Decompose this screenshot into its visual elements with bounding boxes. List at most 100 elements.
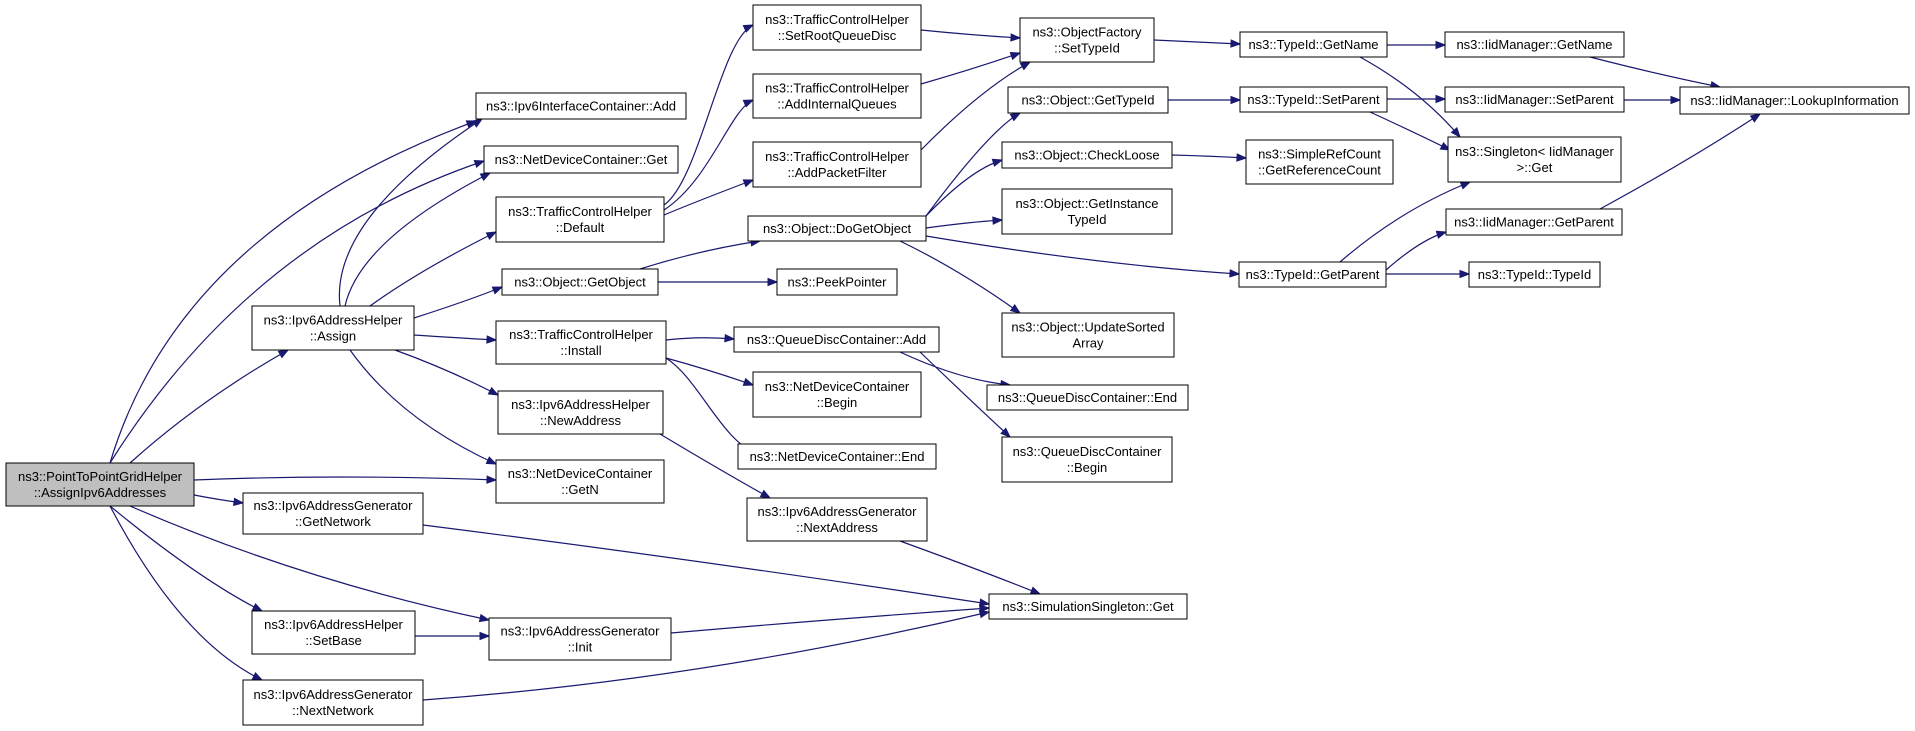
arrowhead-icon — [759, 489, 772, 499]
node-label: ns3::IidManager::SetParent — [1455, 92, 1614, 107]
edge-iidm_setparent-to-iidm_lookup — [1624, 95, 1682, 105]
arrowhead-icon — [478, 613, 491, 623]
node-simsingleton-get[interactable]: ns3::SimulationSingleton::Get — [988, 593, 1188, 620]
edge-ipv6ah_assign-to-tch_install — [413, 334, 498, 344]
edge-line — [663, 179, 754, 216]
node-tch-addfilter[interactable]: ns3::TrafficControlHelper::AddPacketFilt… — [752, 141, 922, 188]
node-qdc-end[interactable]: ns3::QueueDiscContainer::End — [986, 384, 1189, 411]
node-ipv6ag-nextaddr[interactable]: ns3::Ipv6AddressGenerator::NextAddress — [746, 497, 928, 542]
node-label: ns3::TrafficControlHelper — [765, 12, 909, 27]
edge-line — [422, 611, 990, 701]
node-typeid-getparent[interactable]: ns3::TypeId::GetParent — [1238, 261, 1387, 288]
edge-line — [665, 357, 754, 386]
edge-line — [109, 160, 485, 464]
node-qdc-begin[interactable]: ns3::QueueDiscContainer::Begin — [1001, 436, 1173, 483]
node-ipv6cont-add[interactable]: ns3::Ipv6InterfaceContainer::Add — [475, 92, 687, 120]
node-obj-gettypeid[interactable]: ns3::Object::GetTypeId — [1007, 86, 1169, 114]
edge-iidm_getparent-to-iidm_lookup — [1599, 113, 1762, 210]
node-objfactory-settypeid[interactable]: ns3::ObjectFactory::SetTypeId — [1019, 17, 1155, 63]
arrowhead-icon — [251, 602, 264, 612]
node-box — [495, 196, 665, 243]
node-typeid-getname[interactable]: ns3::TypeId::GetName — [1239, 31, 1388, 58]
node-box — [1444, 86, 1625, 113]
node-label: ns3::Ipv6AddressHelper — [511, 397, 650, 412]
node-box — [251, 305, 415, 351]
node-peekpointer[interactable]: ns3::PeekPointer — [776, 268, 898, 296]
edge-line — [925, 235, 1240, 275]
node-box — [495, 459, 665, 504]
node-typeid-setparent[interactable]: ns3::TypeId::SetParent — [1239, 86, 1388, 113]
edge-ipv6ah_assign-to-ndc_get — [344, 172, 492, 307]
node-label: >::Get — [1517, 160, 1553, 175]
edge-ipv6ah_assign-to-ipv6cont_add — [338, 118, 484, 307]
edge-ipv6ah_setbase-to-ipv6ag_init — [415, 631, 491, 641]
node-label: ::AddInternalQueues — [777, 97, 897, 112]
node-ipv6ah-setbase[interactable]: ns3::Ipv6AddressHelper::SetBase — [251, 610, 416, 655]
node-ndc-begin[interactable]: ns3::NetDeviceContainer::Begin — [752, 371, 922, 418]
node-obj-dogetobject[interactable]: ns3::Object::DoGetObject — [747, 215, 927, 242]
edge-line — [413, 334, 497, 341]
node-typeid-typeid[interactable]: ns3::TypeId::TypeId — [1468, 261, 1601, 288]
arrowhead-icon — [1670, 95, 1682, 105]
node-label: ns3::Ipv6InterfaceContainer::Add — [486, 99, 676, 114]
node-box — [501, 268, 659, 296]
node-tch-default[interactable]: ns3::TrafficControlHelper::Default — [495, 196, 665, 243]
node-qdc-add[interactable]: ns3::QueueDiscContainer::Add — [733, 326, 940, 353]
edge-line — [193, 476, 497, 481]
node-label: ::GetN — [561, 482, 599, 497]
node-ipv6ah-assign[interactable]: ns3::Ipv6AddressHelper::Assign — [251, 305, 415, 351]
edge-line — [925, 159, 1003, 217]
edge-tch_addinternal-to-objfactory_settypeid — [920, 52, 1022, 85]
node-box — [1001, 141, 1173, 169]
node-ipv6ag-getnet[interactable]: ns3::Ipv6AddressGenerator::GetNetwork — [242, 492, 424, 535]
arrowhead-icon — [742, 179, 755, 188]
node-label: ns3::Ipv6AddressGenerator — [758, 504, 918, 519]
edge-obj_getobject-to-obj_dogetobject — [639, 238, 762, 270]
edge-line — [129, 349, 289, 464]
node-simplerefcount[interactable]: ns3::SimpleRefCount::GetReferenceCount — [1245, 139, 1394, 185]
node-iidm-getname[interactable]: ns3::IidManager::GetName — [1444, 31, 1625, 58]
node-label: ns3::Singleton< IidManager — [1455, 144, 1614, 159]
node-ndc-end[interactable]: ns3::NetDeviceContainer::End — [737, 443, 937, 470]
node-obj-getobject[interactable]: ns3::Object::GetObject — [501, 268, 659, 296]
node-iidm-lookup[interactable]: ns3::IidManager::LookupInformation — [1679, 86, 1910, 115]
arrowhead-icon — [1749, 113, 1762, 123]
edge-root-to-ipv6ah_setbase — [109, 505, 264, 612]
node-label: ns3::QueueDiscContainer — [1013, 444, 1163, 459]
node-ipv6ah-newaddr[interactable]: ns3::Ipv6AddressHelper::NewAddress — [497, 390, 664, 435]
node-tch-setroot[interactable]: ns3::TrafficControlHelper::SetRootQueueD… — [752, 4, 922, 51]
node-label: ns3::TypeId::SetParent — [1247, 92, 1380, 107]
node-box — [737, 443, 937, 470]
node-box — [483, 145, 679, 174]
edge-typeid_getname-to-singleton_get — [1359, 56, 1461, 139]
node-ipv6ag-init[interactable]: ns3::Ipv6AddressGenerator::Init — [488, 617, 672, 661]
node-tch-install[interactable]: ns3::TrafficControlHelper::Install — [495, 320, 667, 365]
node-label: ::Assign — [310, 329, 356, 344]
node-singleton-get[interactable]: ns3::Singleton< IidManager>::Get — [1447, 136, 1622, 183]
node-label: ::NewAddress — [540, 413, 621, 428]
edge-line — [129, 505, 490, 621]
node-ipv6ag-nextnet[interactable]: ns3::Ipv6AddressGenerator::NextNetwork — [242, 679, 424, 726]
node-box — [1245, 139, 1394, 185]
node-label: ns3::Object::CheckLoose — [1014, 148, 1159, 163]
arrowhead-icon — [277, 349, 290, 359]
edge-tch_install-to-qdc_add — [665, 333, 736, 343]
node-iidm-getparent[interactable]: ns3::IidManager::GetParent — [1445, 208, 1623, 236]
node-iidm-setparent[interactable]: ns3::IidManager::SetParent — [1444, 86, 1625, 113]
node-box — [1019, 17, 1155, 63]
arrowhead-icon — [1000, 427, 1012, 438]
arrowhead-icon — [486, 475, 498, 484]
node-ndc-get[interactable]: ns3::NetDeviceContainer::Get — [483, 145, 679, 174]
node-label: ns3::NetDeviceContainer — [508, 466, 653, 481]
node-obj-checkloose[interactable]: ns3::Object::CheckLoose — [1001, 141, 1173, 169]
node-box — [1001, 436, 1173, 483]
edge-tch_default-to-tch_addinternal — [663, 99, 755, 211]
node-ndc-getn[interactable]: ns3::NetDeviceContainer::GetN — [495, 459, 665, 504]
node-label: ::SetBase — [305, 633, 361, 648]
node-tch-addinternal[interactable]: ns3::TrafficControlHelper::AddInternalQu… — [752, 73, 922, 119]
node-label: ::Default — [556, 220, 605, 235]
arrowhead-icon — [742, 99, 755, 108]
arrowhead-icon — [1435, 40, 1447, 50]
